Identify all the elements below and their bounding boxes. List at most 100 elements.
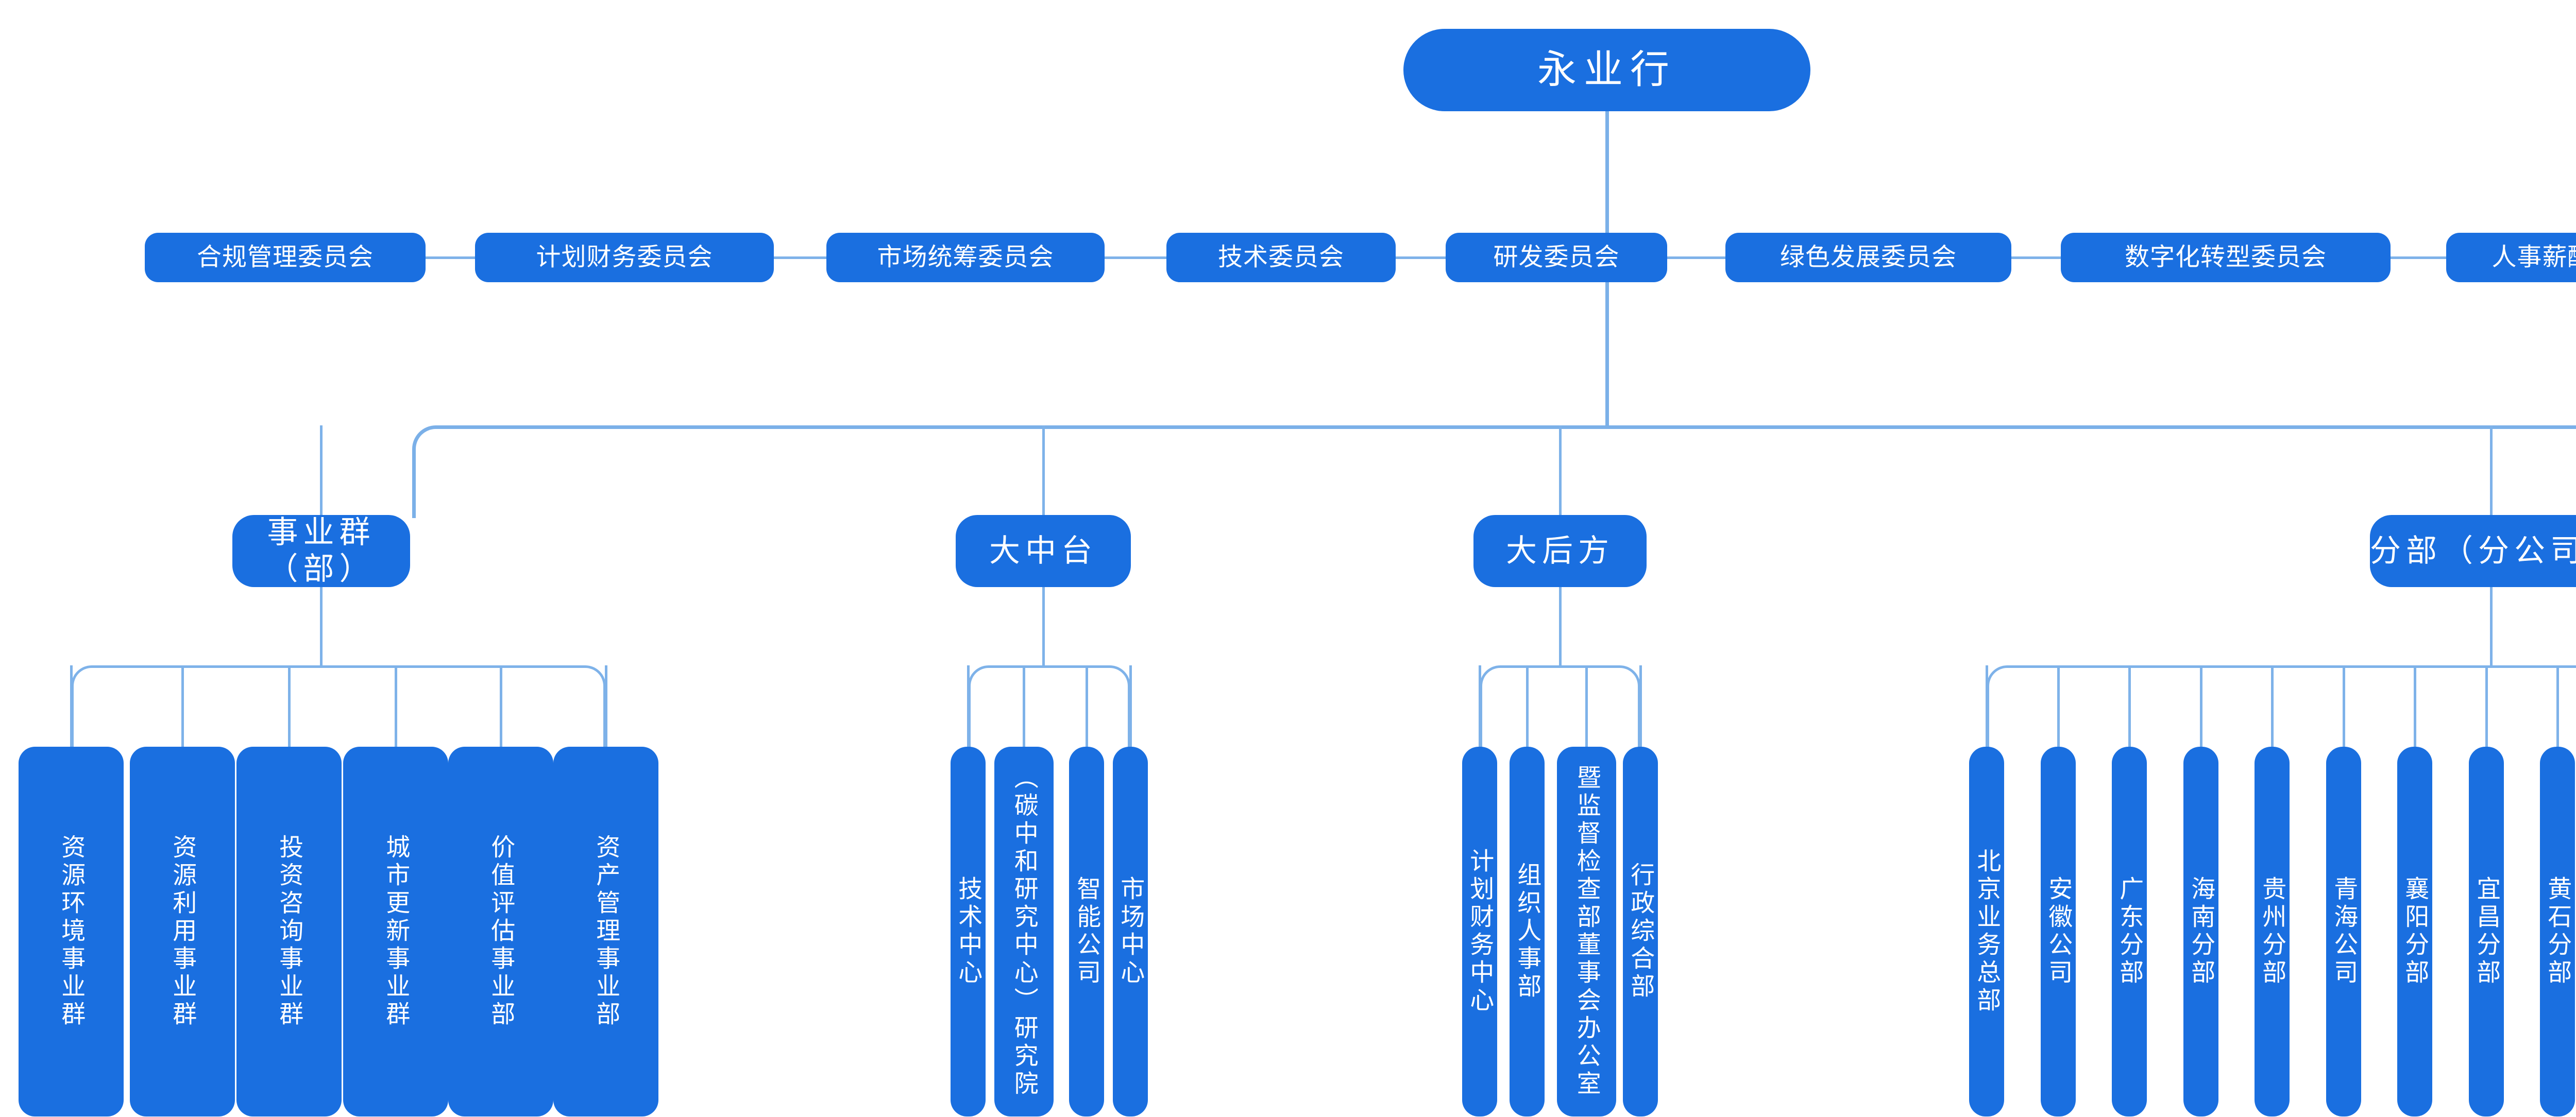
leaf-label: 技术中心 <box>951 747 986 1116</box>
leaf-label: 市场中心 <box>1113 747 1148 1116</box>
leaf-label-text: 计划财务中心 <box>1466 848 1494 1015</box>
committee-node-1[interactable]: 合规管理委员会 <box>145 233 426 282</box>
leaf-node-g3-3[interactable]: 暨监督检查部董事会办公室 <box>1557 747 1616 1116</box>
connector-to-leaf-g3-1 <box>1478 665 1481 747</box>
leaf-node-g3-1[interactable]: 计划财务中心 <box>1462 747 1497 1116</box>
connector-bus-to-group-3 <box>1558 425 1562 515</box>
leaf-node-g3-4[interactable]: 行政综合部 <box>1623 747 1658 1116</box>
committee-node-2[interactable]: 计划财务委员会 <box>475 233 774 282</box>
leaf-node-g1-3[interactable]: 投资咨询事业群 <box>236 747 342 1116</box>
leaf-label-text: 城市更新事业群 <box>382 834 410 1029</box>
connector-to-leaf-g2-1 <box>967 665 970 747</box>
connector-to-leaf-g1-1 <box>70 665 73 747</box>
leaf-label-text: 广东分部 <box>2116 876 2144 987</box>
leaf-label: 资产管理事业部 <box>553 747 658 1116</box>
leaf-node-g4-4[interactable]: 海南分部 <box>2183 747 2218 1116</box>
leaf-node-g2-3[interactable]: 智能公司 <box>1069 747 1104 1116</box>
leaf-label-text: 资源利用事业群 <box>169 834 197 1029</box>
children-bus-group-1 <box>71 665 606 748</box>
leaf-label-text: 智能公司 <box>1073 876 1101 987</box>
leaf-node-g2-1[interactable]: 技术中心 <box>951 747 986 1116</box>
root-node[interactable]: 永业行 <box>1403 29 1810 111</box>
committee-link-5 <box>1667 256 1725 259</box>
leaf-node-g1-1[interactable]: 资源环境事业群 <box>19 747 124 1116</box>
connector-to-leaf-g4-4 <box>2199 665 2202 747</box>
leaf-label-text: 技术中心 <box>955 876 982 987</box>
connector-to-leaf-g3-2 <box>1526 665 1529 747</box>
connector-to-leaf-g2-3 <box>1085 665 1088 747</box>
leaf-node-g2-4[interactable]: 市场中心 <box>1113 747 1148 1116</box>
leaf-node-g4-6[interactable]: 青海公司 <box>2326 747 2361 1116</box>
group-node-2[interactable]: 大中台 <box>956 515 1131 587</box>
leaf-label: 海南分部 <box>2183 747 2218 1116</box>
group-node-1[interactable]: 事业群（部） <box>232 515 410 587</box>
leaf-label-col-left: 研究院 <box>1010 1015 1038 1098</box>
leaf-label: 城市更新事业群 <box>343 747 448 1116</box>
leaf-label-text: 贵州分部 <box>2259 876 2286 987</box>
leaf-label-text: 青海公司 <box>2330 876 2358 987</box>
leaf-label-text: 宜昌分部 <box>2473 876 2501 987</box>
connector-to-leaf-g4-8 <box>2485 665 2488 747</box>
leaf-label: 北京业务总部 <box>1969 747 2004 1116</box>
committee-node-4[interactable]: 技术委员会 <box>1166 233 1396 282</box>
committee-link-7 <box>2391 256 2446 259</box>
connector-group-1-to-children <box>320 587 323 665</box>
leaf-label-col-right: 暨监督检查部 <box>1573 765 1601 932</box>
leaf-node-g4-5[interactable]: 贵州分部 <box>2255 747 2290 1116</box>
connector-bus-to-group-2 <box>1042 425 1045 515</box>
leaf-label-text: 襄阳分部 <box>2401 876 2429 987</box>
connector-bus-to-group-4 <box>2489 425 2493 515</box>
committee-node-6[interactable]: 绿色发展委员会 <box>1725 233 2011 282</box>
leaf-label: 组织人事部 <box>1510 747 1545 1116</box>
leaf-label-text: 黄石分部 <box>2544 876 2572 987</box>
connector-to-leaf-g4-5 <box>2270 665 2274 747</box>
leaf-node-g2-2[interactable]: （碳中和研究中心）研究院 <box>994 747 1054 1116</box>
group-node-4[interactable]: 分部（分公司） <box>2370 515 2576 587</box>
connector-group-4-to-children <box>2489 587 2493 665</box>
connector-to-leaf-g2-4 <box>1129 665 1132 747</box>
leaf-label: 襄阳分部 <box>2397 747 2432 1116</box>
leaf-label-text: 价值评估事业部 <box>487 834 515 1029</box>
leaf-label-text: 行政综合部 <box>1627 862 1655 1001</box>
leaf-node-g4-1[interactable]: 北京业务总部 <box>1969 747 2004 1116</box>
connector-group-2-to-children <box>1042 587 1045 665</box>
leaf-node-g1-4[interactable]: 城市更新事业群 <box>343 747 448 1116</box>
committee-link-6 <box>2011 256 2061 259</box>
connector-to-leaf-g4-9 <box>2556 665 2559 747</box>
leaf-node-g4-7[interactable]: 襄阳分部 <box>2397 747 2432 1116</box>
connector-group-3-to-children <box>1558 587 1562 665</box>
leaf-label-text: 市场中心 <box>1117 876 1145 987</box>
leaf-node-g1-2[interactable]: 资源利用事业群 <box>130 747 235 1116</box>
leaf-label-text: 资产管理事业部 <box>592 834 620 1029</box>
leaf-node-g4-2[interactable]: 安徽公司 <box>2041 747 2076 1116</box>
leaf-label: （碳中和研究中心）研究院 <box>994 747 1054 1116</box>
connector-root-to-committees <box>1605 111 1609 235</box>
connector-committees-to-groups <box>1605 282 1609 426</box>
leaf-label: 贵州分部 <box>2255 747 2290 1116</box>
committee-node-7[interactable]: 数字化转型委员会 <box>2061 233 2391 282</box>
connector-to-leaf-g1-5 <box>499 665 502 747</box>
leaf-label-col-left: 董事会办公室 <box>1573 932 1601 1098</box>
committee-node-5[interactable]: 研发委员会 <box>1446 233 1667 282</box>
committee-link-1 <box>426 256 475 259</box>
committee-node-3[interactable]: 市场统筹委员会 <box>826 233 1105 282</box>
leaf-node-g1-5[interactable]: 价值评估事业部 <box>448 747 553 1116</box>
connector-to-leaf-g4-3 <box>2128 665 2131 747</box>
groups-bus <box>412 425 2576 518</box>
leaf-node-g4-3[interactable]: 广东分部 <box>2112 747 2147 1116</box>
connector-bus-to-group-1 <box>320 425 323 515</box>
leaf-label-text: 组织人事部 <box>1514 862 1541 1001</box>
committee-link-4 <box>1396 256 1446 259</box>
leaf-label: 资源利用事业群 <box>130 747 235 1116</box>
leaf-node-g3-2[interactable]: 组织人事部 <box>1510 747 1545 1116</box>
connector-to-leaf-g4-1 <box>1985 665 1988 747</box>
leaf-node-g4-9[interactable]: 黄石分部 <box>2540 747 2575 1116</box>
committee-node-8[interactable]: 人事薪酬委员会 <box>2446 233 2576 282</box>
group-node-3[interactable]: 大后方 <box>1473 515 1647 587</box>
leaf-label: 价值评估事业部 <box>448 747 553 1116</box>
leaf-label-text: 北京业务总部 <box>1973 848 2001 1015</box>
leaf-node-g4-8[interactable]: 宜昌分部 <box>2469 747 2504 1116</box>
children-bus-group-2 <box>968 665 1130 748</box>
leaf-label: 暨监督检查部董事会办公室 <box>1557 747 1616 1116</box>
leaf-node-g1-6[interactable]: 资产管理事业部 <box>553 747 658 1116</box>
